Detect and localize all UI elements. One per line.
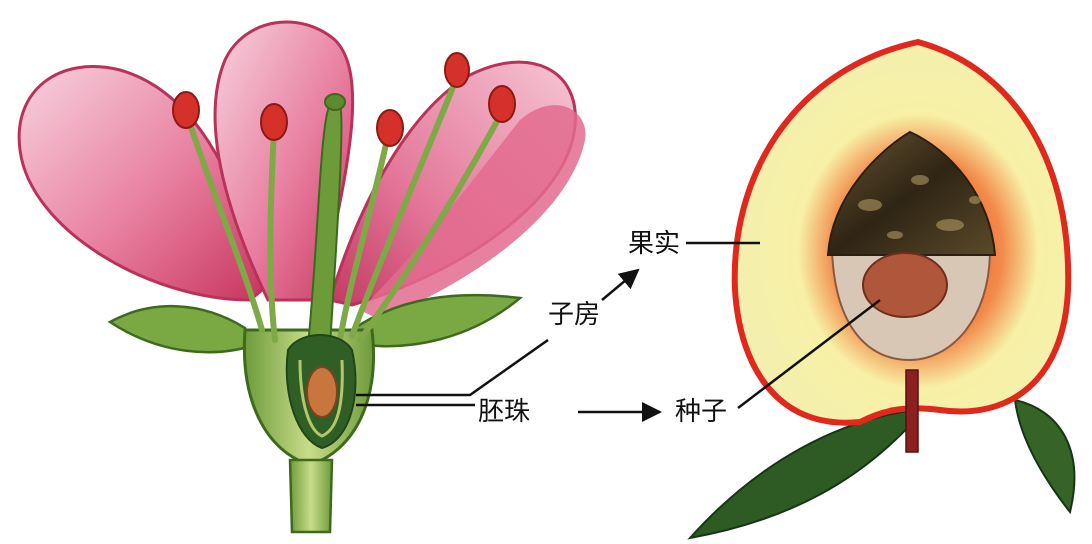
fruit-icon <box>690 42 1074 538</box>
label-ovule: 胚珠 <box>478 397 530 427</box>
stigma <box>325 94 345 110</box>
ovary-leader-line <box>356 340 548 395</box>
sepal-left <box>110 306 255 352</box>
label-seed: 种子 <box>675 397 727 427</box>
ovule <box>307 367 337 417</box>
flower-stem <box>290 460 332 532</box>
leaf-right <box>1015 400 1074 512</box>
fruit-stalk <box>906 370 918 452</box>
label-fruit: 果实 <box>628 229 680 259</box>
leaf-left <box>690 410 915 538</box>
label-ovary: 子房 <box>548 300 600 330</box>
seed <box>863 253 947 317</box>
ovary-to-fruit-arrow <box>602 270 638 300</box>
flower-icon <box>19 22 585 532</box>
